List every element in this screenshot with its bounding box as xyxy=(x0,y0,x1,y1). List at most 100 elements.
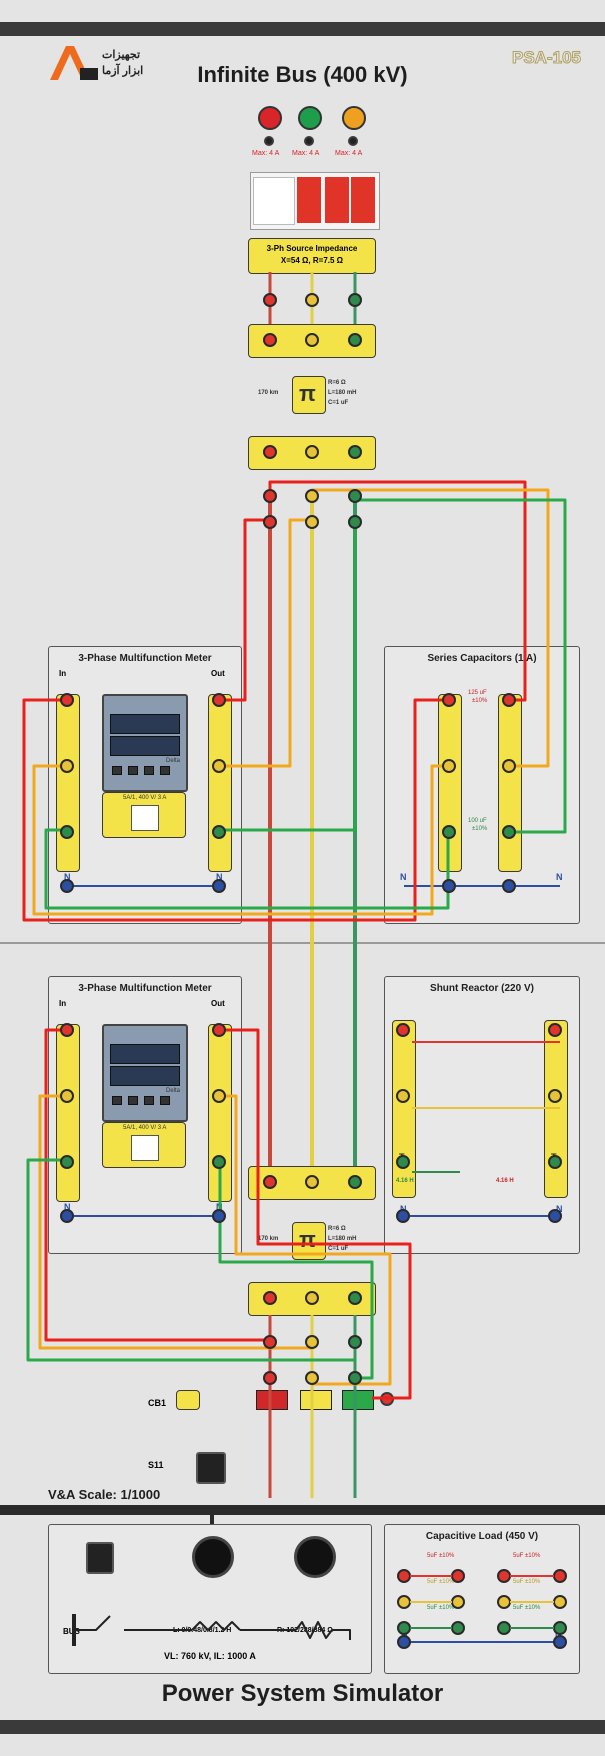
cb1-pole-t[interactable] xyxy=(342,1390,374,1410)
j4-t[interactable] xyxy=(348,1335,362,1349)
meter1-key-3[interactable] xyxy=(144,766,154,775)
jb3-t[interactable] xyxy=(348,1175,362,1189)
jb2-t[interactable] xyxy=(348,445,362,459)
load-switch[interactable] xyxy=(86,1542,114,1574)
cap-jack-mr-2[interactable] xyxy=(497,1621,511,1635)
m2-jack-t-1[interactable] xyxy=(212,1155,226,1169)
m1-jack-n-3[interactable] xyxy=(502,879,516,893)
j1-s[interactable] xyxy=(305,293,319,307)
main-breaker-block[interactable] xyxy=(250,172,380,230)
meter2-key-1[interactable] xyxy=(112,1096,122,1105)
m2-jack-r-2[interactable] xyxy=(396,1023,410,1037)
cap-jack-l-2[interactable] xyxy=(397,1621,411,1635)
resistor-knob[interactable] xyxy=(294,1536,336,1578)
m1-jack-s-0[interactable] xyxy=(60,759,74,773)
m1-jack-r-0[interactable] xyxy=(60,693,74,707)
cap-jack-ml-2[interactable] xyxy=(451,1621,465,1635)
jb2-r[interactable] xyxy=(263,445,277,459)
cap-jack-mr-1[interactable] xyxy=(497,1595,511,1609)
m2-jack-s-0[interactable] xyxy=(60,1089,74,1103)
j4-s[interactable] xyxy=(305,1335,319,1349)
meter1-key-1[interactable] xyxy=(112,766,122,775)
m1-jack-t-0[interactable] xyxy=(60,825,74,839)
meter1-key-2[interactable] xyxy=(128,766,138,775)
jb1-t[interactable] xyxy=(348,333,362,347)
jb4-r[interactable] xyxy=(263,1291,277,1305)
jb1-r[interactable] xyxy=(263,333,277,347)
m1-jack-t-3[interactable] xyxy=(502,825,516,839)
j2-s[interactable] xyxy=(305,489,319,503)
breaker-pole-2[interactable] xyxy=(325,177,349,223)
cap-jack-r-0[interactable] xyxy=(553,1569,567,1583)
j3-t[interactable] xyxy=(348,515,362,529)
breaker-pole-3[interactable] xyxy=(351,177,375,223)
j2-r[interactable] xyxy=(263,489,277,503)
m2-jack-r-0[interactable] xyxy=(60,1023,74,1037)
j1-r[interactable] xyxy=(263,293,277,307)
jb4-t[interactable] xyxy=(348,1291,362,1305)
j4-r[interactable] xyxy=(263,1335,277,1349)
logo-text-1: تجهیزات xyxy=(102,49,141,61)
m1-jack-n-0[interactable] xyxy=(60,879,74,893)
cap-jack-ml-1[interactable] xyxy=(451,1595,465,1609)
m2-jack-s-1[interactable] xyxy=(212,1089,226,1103)
wire-green-5 xyxy=(26,1158,355,1362)
s11-switch[interactable] xyxy=(196,1452,226,1484)
m2-jack-t-2[interactable] xyxy=(396,1155,410,1169)
lamp-label-s: Max: 4 A xyxy=(292,150,320,157)
m1-jack-r-1[interactable] xyxy=(212,693,226,707)
cap-jack-mr-0[interactable] xyxy=(497,1569,511,1583)
j2-t[interactable] xyxy=(348,489,362,503)
m1-jack-s-1[interactable] xyxy=(212,759,226,773)
j3-r[interactable] xyxy=(263,515,277,529)
j5-t[interactable] xyxy=(348,1371,362,1385)
m2-jack-r-1[interactable] xyxy=(212,1023,226,1037)
jb4-s[interactable] xyxy=(305,1291,319,1305)
m1-jack-r-3[interactable] xyxy=(502,693,516,707)
m1-jack-t-1[interactable] xyxy=(212,825,226,839)
m2-jack-n-2[interactable] xyxy=(396,1209,410,1223)
jb1-s[interactable] xyxy=(305,333,319,347)
cap-jack-n-r[interactable] xyxy=(553,1635,567,1649)
cb1-coil[interactable] xyxy=(176,1390,200,1410)
m1-jack-n-2[interactable] xyxy=(442,879,456,893)
m2-jack-r-3[interactable] xyxy=(548,1023,562,1037)
jb2-s[interactable] xyxy=(305,445,319,459)
j3-s[interactable] xyxy=(305,515,319,529)
j1-t[interactable] xyxy=(348,293,362,307)
m2-jack-s-2[interactable] xyxy=(396,1089,410,1103)
m1-jack-s-2[interactable] xyxy=(442,759,456,773)
cap-jack-r-1[interactable] xyxy=(553,1595,567,1609)
cap-jack-r-2[interactable] xyxy=(553,1621,567,1635)
jb3-r[interactable] xyxy=(263,1175,277,1189)
m1-jack-r-2[interactable] xyxy=(442,693,456,707)
breaker-pole-1[interactable] xyxy=(297,177,321,223)
m2-jack-t-3[interactable] xyxy=(548,1155,562,1169)
meter2-key-2[interactable] xyxy=(128,1096,138,1105)
cap-jack-n-l[interactable] xyxy=(397,1635,411,1649)
jb3-s[interactable] xyxy=(305,1175,319,1189)
meter2-key-4[interactable] xyxy=(160,1096,170,1105)
cap-jack-ml-0[interactable] xyxy=(451,1569,465,1583)
wire-red-5 xyxy=(44,1028,270,1342)
cap-jack-l-0[interactable] xyxy=(397,1569,411,1583)
m2-jack-t-0[interactable] xyxy=(60,1155,74,1169)
m2-jack-n-0[interactable] xyxy=(60,1209,74,1223)
m1-jack-n-1[interactable] xyxy=(212,879,226,893)
meter1-key-4[interactable] xyxy=(160,766,170,775)
m1-jack-s-3[interactable] xyxy=(502,759,516,773)
m2-jack-s-3[interactable] xyxy=(548,1089,562,1103)
model-number: PSA-105 xyxy=(512,48,582,68)
j5-r[interactable] xyxy=(263,1371,277,1385)
m2-jack-n-3[interactable] xyxy=(548,1209,562,1223)
cb1-pole-r[interactable] xyxy=(256,1390,288,1410)
m2-jack-n-1[interactable] xyxy=(212,1209,226,1223)
cap-jack-l-1[interactable] xyxy=(397,1595,411,1609)
cb1-pole-s[interactable] xyxy=(300,1390,332,1410)
pi-symbol: π xyxy=(299,381,316,406)
m1-jack-t-2[interactable] xyxy=(442,825,456,839)
j5-s[interactable] xyxy=(305,1371,319,1385)
meter2-key-3[interactable] xyxy=(144,1096,154,1105)
inductor-knob[interactable] xyxy=(192,1536,234,1578)
